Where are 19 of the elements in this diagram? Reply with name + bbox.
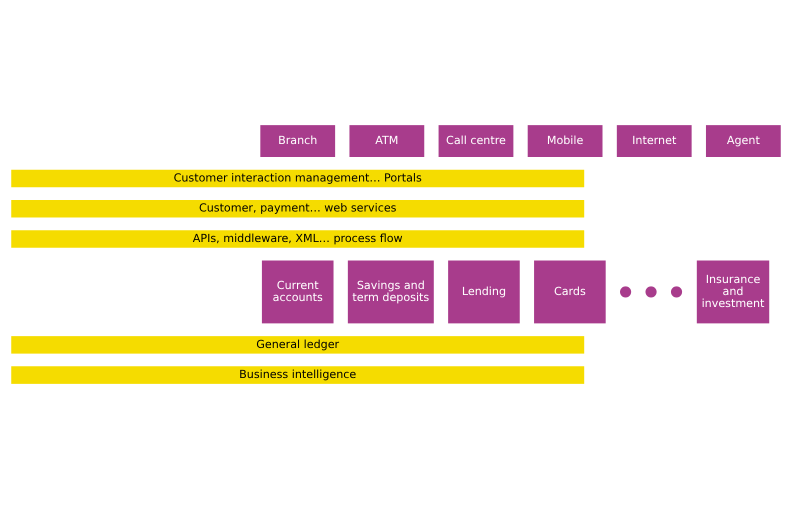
node-box: Lending <box>448 260 520 324</box>
node-circle <box>620 286 632 298</box>
node-box: Current accounts <box>262 260 334 324</box>
node-box: General ledger <box>11 336 584 354</box>
node-circle <box>645 286 657 298</box>
node-box: Business intelligence <box>11 366 584 384</box>
node-box: Savings and term deposits <box>348 260 434 324</box>
node-box: Mobile <box>528 125 602 158</box>
node-box: Branch <box>260 125 336 158</box>
node-box: Customer interaction management… Portals <box>11 170 584 188</box>
node-circle <box>670 286 682 298</box>
node-box: Agent <box>706 125 781 158</box>
node-box: Customer, payment… web services <box>11 200 584 218</box>
node-box: ATM <box>349 125 424 158</box>
node-box: Call centre <box>438 125 514 158</box>
node-box: Internet <box>616 125 692 158</box>
node-box: Cards <box>534 260 606 324</box>
node-box: APIs, middleware, XML… process flow <box>11 230 584 248</box>
node-box: Insurance and investment <box>696 260 770 324</box>
